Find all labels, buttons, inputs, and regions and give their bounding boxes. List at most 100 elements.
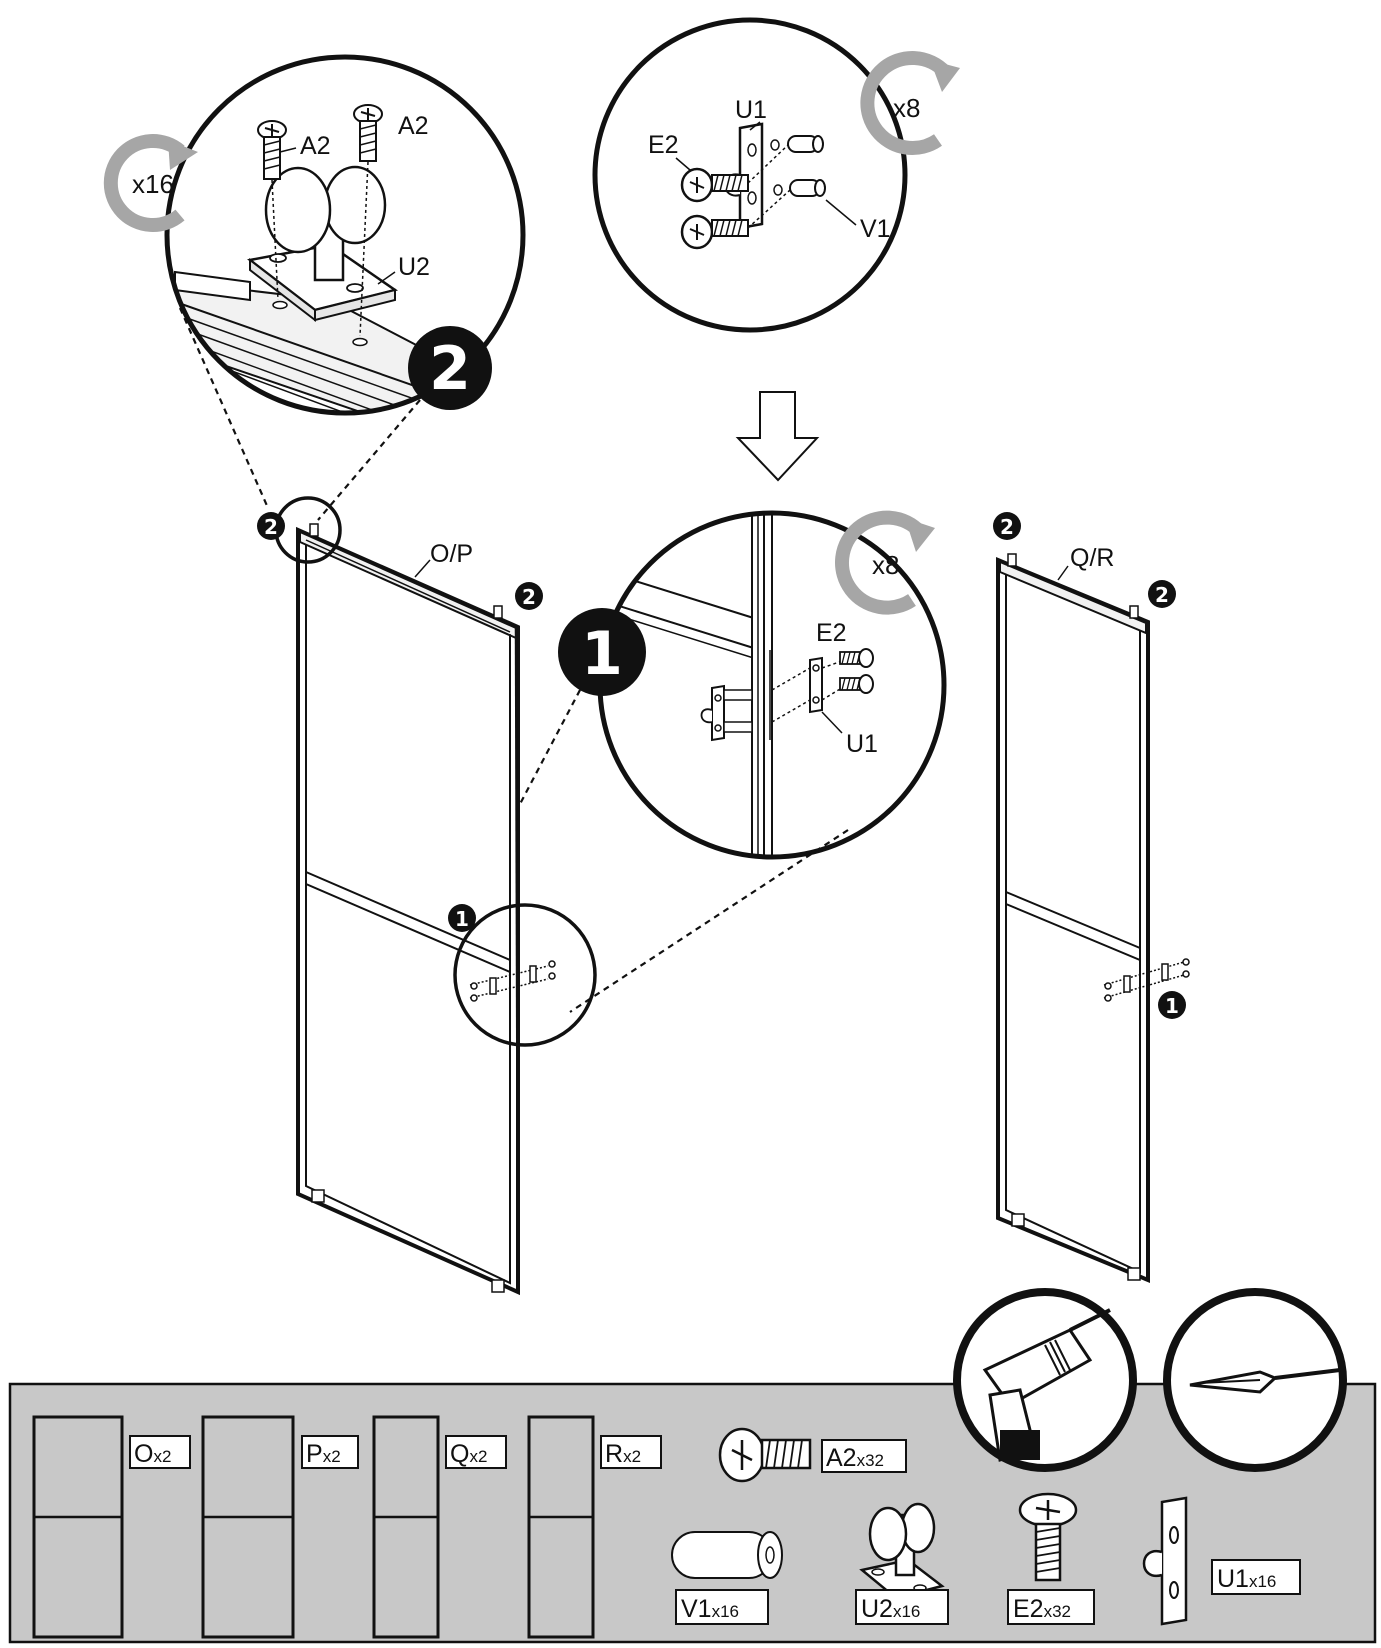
a2-label-right: A2: [398, 112, 429, 140]
multiplier-x8-middle: x8: [872, 550, 899, 580]
u1-label-middle: U1: [846, 730, 878, 758]
multiplier-x16: x16: [132, 169, 174, 199]
badge-text: 2: [1155, 583, 1169, 607]
rotate-arrow-icon: [103, 134, 198, 232]
badge-1: 1: [1158, 991, 1186, 1019]
part-qty: x32: [857, 1451, 884, 1470]
part-letter: R: [605, 1440, 623, 1468]
leader-line: [317, 399, 421, 521]
u2-label: U2: [398, 253, 430, 281]
part-label-a2: A2x32: [821, 1439, 907, 1473]
a2-screw-icon: [257, 104, 383, 180]
part-qty: x16: [712, 1602, 739, 1621]
part-letter: U1: [1217, 1565, 1249, 1593]
svg-text:U2x16: U2x16: [861, 1595, 920, 1623]
part-qty: x2: [153, 1447, 171, 1466]
part-label-e2: E2x32: [1007, 1589, 1095, 1625]
badge-text: 1: [1165, 994, 1179, 1018]
part-o-thumbnail: [32, 1415, 124, 1639]
screwdriver-icon: [1163, 1288, 1347, 1472]
hinge-hardware: [1103, 958, 1190, 1002]
drill-icon: [953, 1288, 1137, 1472]
v1-label: V1: [860, 215, 891, 243]
part-label-o: Ox2: [129, 1435, 191, 1469]
panel-q-r-label: Q/R: [1070, 544, 1114, 572]
part-r-thumbnail: [527, 1415, 595, 1639]
part-qty: x2: [323, 1447, 341, 1466]
svg-text:U1x16: U1x16: [1217, 1565, 1276, 1593]
detail-middle: E2 U1 x8 1: [558, 510, 947, 860]
part-q-thumbnail: [372, 1415, 440, 1639]
part-qty: x32: [1044, 1602, 1071, 1621]
part-letter: O: [134, 1440, 153, 1468]
part-label-u1: U1x16: [1211, 1559, 1301, 1595]
badge-1: 1: [448, 904, 476, 932]
panel-o-p: O/P 2 2 1: [257, 496, 597, 1296]
part-label-u2: U2x16: [855, 1589, 949, 1625]
down-arrow-icon: [735, 391, 820, 482]
svg-text:A2x32: A2x32: [826, 1444, 884, 1472]
part-letter: P: [306, 1440, 323, 1468]
part-letter: V1: [681, 1595, 712, 1623]
v1-dowel-icon: [671, 1531, 783, 1579]
a2-label-left: A2: [300, 132, 331, 160]
badge-text: 2: [264, 515, 278, 539]
e2-label-top: E2: [648, 131, 679, 159]
rotate-arrow-icon: [835, 510, 935, 615]
part-letter: A2: [826, 1444, 857, 1472]
part-label-r: Rx2: [600, 1435, 662, 1469]
part-label-v1: V1x16: [675, 1589, 769, 1625]
panel-o-p-label: O/P: [430, 540, 473, 568]
step-badge-1: 1: [558, 608, 646, 696]
zoom-circle: [453, 903, 597, 1047]
parts-panel: Ox2 Px2 Qx2 Rx2 A2x32: [8, 1288, 1377, 1644]
multiplier-text: x16: [132, 169, 174, 199]
part-qty: x16: [1249, 1572, 1276, 1591]
v1-dowel-icon: [787, 135, 826, 197]
multiplier-text: x8: [893, 93, 920, 123]
e2-screw-icon: [1018, 1492, 1078, 1582]
badge-text: 2: [522, 585, 536, 609]
leader-line: [569, 829, 849, 1013]
badge-text: 1: [455, 907, 469, 931]
svg-text:Qx2: Qx2: [450, 1440, 487, 1468]
u1-plate-icon: [1142, 1496, 1188, 1626]
step-badge-1-text: 1: [581, 619, 623, 689]
panel-q-r: Q/R 2 2 1: [993, 512, 1190, 1283]
part-qty: x2: [623, 1447, 641, 1466]
part-p-thumbnail: [201, 1415, 295, 1639]
svg-text:V1x16: V1x16: [681, 1595, 739, 1623]
detail-top-right: U1 E2 V1 x8: [592, 17, 960, 333]
part-qty: x16: [893, 1602, 920, 1621]
part-qty: x2: [469, 1447, 487, 1466]
step-badge-2: 2: [408, 326, 492, 410]
u2-bracket-icon: [859, 1502, 945, 1600]
svg-text:E2x32: E2x32: [1013, 1595, 1071, 1623]
u1-label-top: U1: [735, 96, 767, 124]
multiplier-text: x8: [872, 550, 899, 580]
part-letter: E2: [1013, 1595, 1044, 1623]
badge-2: 2: [515, 582, 543, 610]
leader-line: [178, 307, 270, 509]
badge-2: 2: [257, 512, 285, 540]
u2-bracket-icon: [247, 165, 398, 323]
e2-screw-icon: [680, 167, 749, 250]
svg-text:Px2: Px2: [306, 1440, 341, 1468]
hinge-hardware: [469, 960, 556, 1002]
part-label-q: Qx2: [445, 1435, 507, 1469]
badge-text: 2: [1000, 515, 1014, 539]
badge-2: 2: [993, 512, 1021, 540]
multiplier-x8-top: x8: [893, 93, 920, 123]
detail-top-left: A2 A2 U2 x16 2: [103, 54, 526, 416]
e2-screw-icon: [839, 648, 874, 694]
part-letter: U2: [861, 1595, 893, 1623]
step-badge-2-text: 2: [429, 334, 471, 404]
svg-text:Rx2: Rx2: [605, 1440, 641, 1468]
svg-text:Ox2: Ox2: [134, 1440, 171, 1468]
rotate-arrow-icon: [860, 51, 960, 155]
e2-label-middle: E2: [816, 619, 847, 647]
a2-screw-icon: [718, 1427, 812, 1483]
part-label-p: Px2: [301, 1435, 359, 1469]
badge-2: 2: [1148, 580, 1176, 608]
